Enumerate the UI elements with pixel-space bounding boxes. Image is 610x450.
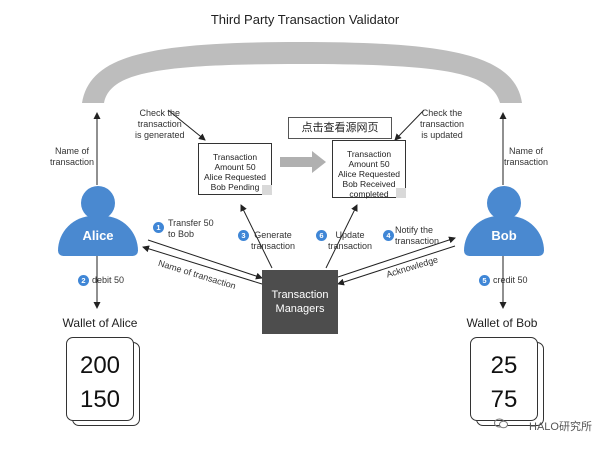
- label-transfer: Transfer 50 to Bob: [168, 218, 214, 239]
- label-check-updated: Check the transaction is updated: [420, 108, 465, 140]
- transaction-managers-box: Transaction Managers: [262, 270, 338, 334]
- doc-line: Amount 50: [348, 159, 390, 169]
- bob-balance-after: 75: [490, 386, 518, 413]
- bob-balance-before: 25: [490, 352, 518, 379]
- wechat-icon: [494, 418, 508, 429]
- alice-avatar-icon: Alice: [58, 186, 138, 256]
- step-badge-1: 1: [153, 222, 164, 233]
- manager-line: Managers: [275, 303, 325, 315]
- check-updated-arrow: [394, 109, 425, 141]
- label-name-of-transaction-left: Name of transaction: [50, 146, 95, 167]
- doc-transition-arrow: [280, 151, 326, 173]
- doc-line: Transaction: [212, 152, 258, 162]
- bob-wallet: 25 75: [470, 337, 538, 421]
- label-notify: Notify the transaction: [395, 225, 440, 246]
- alice-name: Alice: [82, 228, 114, 243]
- alice-balance-before: 200: [79, 352, 121, 379]
- label-update: Update transaction: [328, 230, 373, 251]
- label-name-of-transaction-right: Name of transaction: [504, 146, 549, 167]
- manager-line: Transaction: [271, 289, 329, 301]
- name-of-transaction-arrow: [142, 245, 263, 285]
- doc-line: Alice Requested: [338, 169, 400, 179]
- label-check-generated: Check the transaction is generated: [135, 108, 185, 140]
- step-badge-3: 3: [238, 230, 249, 241]
- bob-wallet-title: Wallet of Bob: [466, 316, 538, 330]
- acknowledge-arrow: [337, 245, 456, 286]
- check-generated-arrow: [167, 109, 206, 141]
- notify-arrow: [337, 236, 456, 278]
- view-source-note[interactable]: 点击查看源网页: [288, 117, 392, 139]
- label-credit: credit 50: [493, 275, 528, 285]
- transaction-doc-pending: Transaction Amount 50 Alice Requested Bo…: [198, 143, 272, 195]
- generate-arrow: [240, 204, 273, 269]
- label-generate: Generate transaction: [251, 230, 296, 251]
- step-badge-6: 6: [316, 230, 327, 241]
- transfer-arrow: [147, 239, 263, 280]
- doc-line: Transaction: [346, 149, 392, 159]
- bob-name: Bob: [491, 228, 517, 243]
- step-badge-4: 4: [383, 230, 394, 241]
- update-arrow: [325, 204, 358, 269]
- alice-wallet: 200 150: [66, 337, 134, 421]
- transaction-doc-completed: Transaction Amount 50 Alice Requested Bo…: [332, 140, 406, 199]
- bob-avatar-icon: Bob: [464, 186, 544, 256]
- step-badge-2: 2: [78, 275, 89, 286]
- validator-arch: [82, 42, 522, 103]
- alice-wallet-title: Wallet of Alice: [62, 316, 138, 330]
- doc-line: Alice Requested: [204, 172, 266, 182]
- doc-line: completed: [349, 189, 389, 199]
- diagram-title: Third Party Transaction Validator: [210, 12, 400, 27]
- doc-line: Bob Pending: [210, 182, 260, 192]
- label-debit: debit 50: [92, 275, 125, 285]
- doc-line: Amount 50: [214, 162, 256, 172]
- watermark-text: HALO研究所: [529, 421, 592, 433]
- step-badge-5: 5: [479, 275, 490, 286]
- alice-balance-after: 150: [79, 386, 121, 413]
- doc-line: Bob Received: [342, 179, 396, 189]
